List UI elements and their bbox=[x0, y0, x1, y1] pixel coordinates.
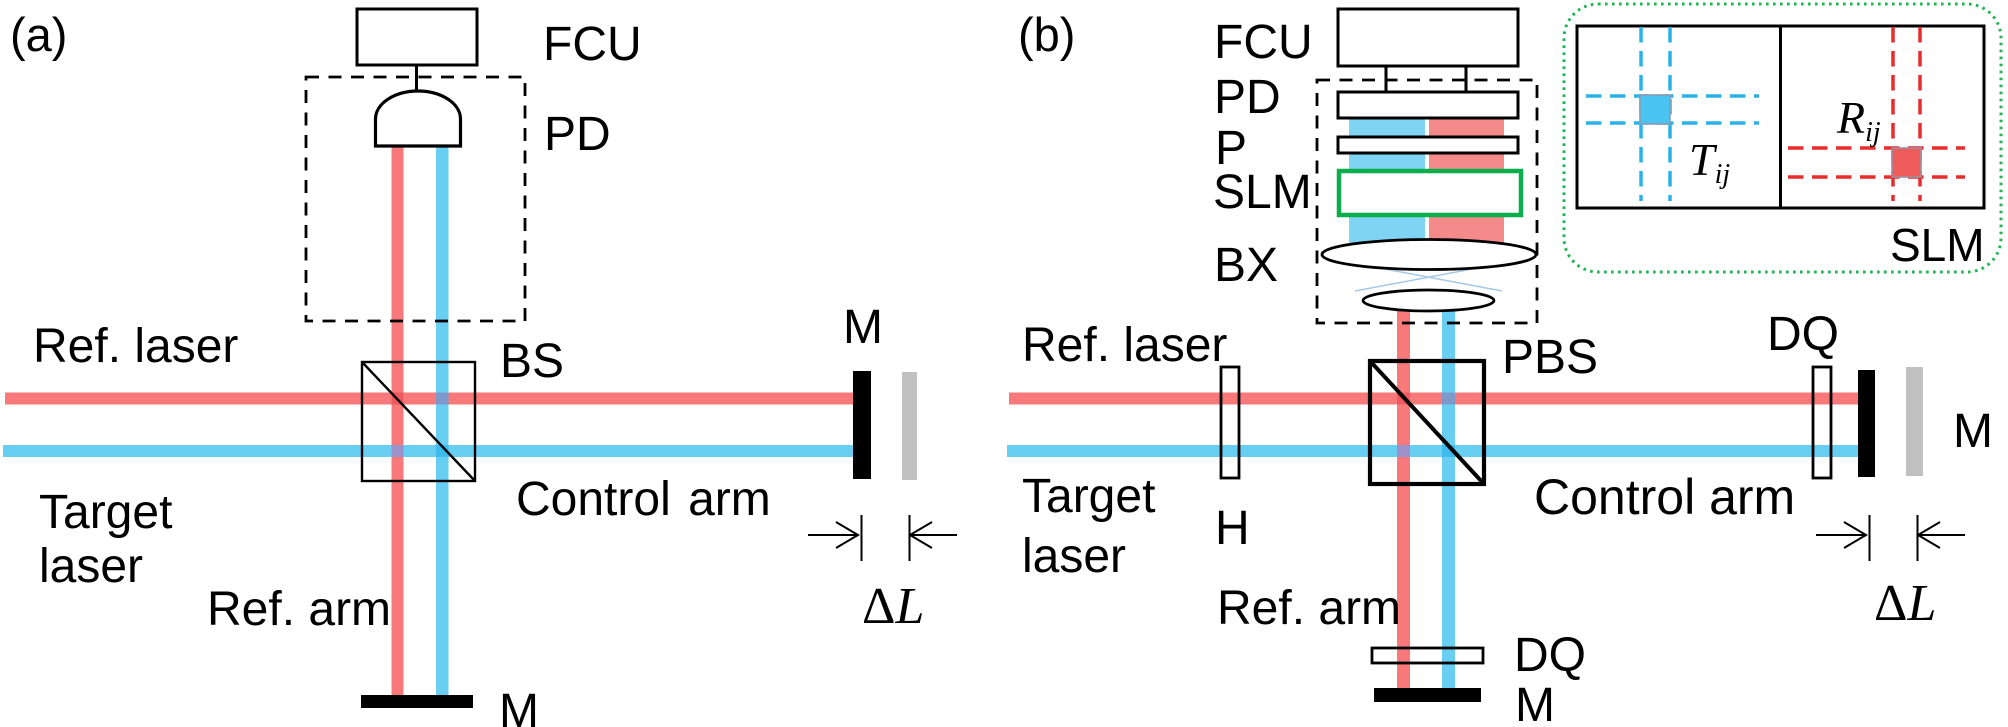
svg-text:BX: BX bbox=[1214, 239, 1278, 292]
svg-text:DQ: DQ bbox=[1767, 308, 1839, 361]
svg-text:(b): (b) bbox=[1018, 8, 1075, 61]
svg-text:laser: laser bbox=[1022, 530, 1126, 583]
svg-text:H: H bbox=[1215, 502, 1250, 555]
svg-text:M: M bbox=[499, 685, 539, 727]
svg-text:FCU: FCU bbox=[1214, 16, 1313, 69]
svg-text:ΔL: ΔL bbox=[862, 578, 924, 635]
svg-text:Target: Target bbox=[39, 486, 172, 539]
svg-text:Target: Target bbox=[1022, 470, 1155, 523]
svg-text:M: M bbox=[843, 301, 883, 354]
svg-text:laser: laser bbox=[39, 540, 143, 593]
svg-text:Tij: Tij bbox=[1689, 134, 1730, 190]
svg-text:PD: PD bbox=[1214, 71, 1281, 124]
svg-text:SLM: SLM bbox=[1890, 219, 1985, 271]
svg-text:M: M bbox=[1515, 679, 1555, 727]
svg-text:FCU: FCU bbox=[543, 18, 642, 71]
svg-text:Ref. laser: Ref. laser bbox=[33, 320, 238, 373]
svg-text:BS: BS bbox=[500, 335, 564, 388]
svg-text:(a): (a) bbox=[10, 8, 67, 61]
svg-text:M: M bbox=[1953, 405, 1993, 458]
svg-text:Control arm: Control arm bbox=[1534, 469, 1795, 525]
svg-text:P: P bbox=[1215, 122, 1247, 175]
svg-text:Ref. arm: Ref. arm bbox=[207, 583, 391, 636]
svg-text:Ref. laser: Ref. laser bbox=[1022, 319, 1227, 372]
svg-text:Ref. arm: Ref. arm bbox=[1217, 582, 1401, 635]
svg-text:ΔL: ΔL bbox=[1874, 575, 1936, 632]
svg-text:PBS: PBS bbox=[1502, 331, 1598, 384]
svg-text:SLM: SLM bbox=[1213, 166, 1312, 219]
svg-text:DQ: DQ bbox=[1514, 629, 1586, 682]
svg-text:Control arm: Control arm bbox=[516, 473, 771, 526]
svg-text:PD: PD bbox=[544, 108, 611, 161]
